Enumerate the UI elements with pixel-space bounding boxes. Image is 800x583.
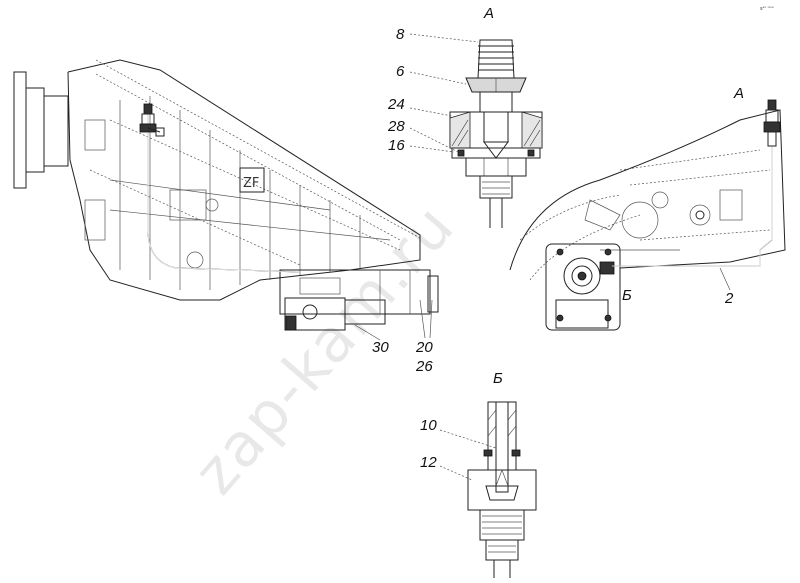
view-b-section bbox=[467, 401, 537, 578]
view-label-b-mid: Б bbox=[622, 287, 632, 304]
callout-20: 20 bbox=[415, 339, 433, 356]
callout-30: 30 bbox=[372, 339, 389, 356]
view-label-b-bottom: Б bbox=[493, 370, 503, 387]
callout-12: 12 bbox=[420, 454, 437, 471]
callout-24: 24 bbox=[387, 96, 405, 113]
view-label-a-right: А bbox=[733, 85, 744, 102]
callout-2: 2 bbox=[724, 290, 734, 307]
callout-6: 6 bbox=[396, 63, 405, 80]
leader-lines bbox=[354, 33, 731, 481]
engine-side-assembly bbox=[509, 99, 786, 331]
callout-8: 8 bbox=[396, 26, 405, 43]
gearbox-assembly: ZF bbox=[13, 59, 439, 331]
callout-28: 28 bbox=[387, 118, 405, 135]
callout-16: 16 bbox=[388, 137, 405, 154]
corner-note: sᵉʳ ᵒᵒᵒ bbox=[760, 6, 774, 12]
view-label-a-top: А bbox=[483, 5, 494, 22]
callout-10: 10 bbox=[420, 417, 437, 434]
svg-text:ZF: ZF bbox=[243, 176, 259, 191]
callout-26: 26 bbox=[415, 358, 433, 375]
view-a-section bbox=[449, 39, 543, 228]
